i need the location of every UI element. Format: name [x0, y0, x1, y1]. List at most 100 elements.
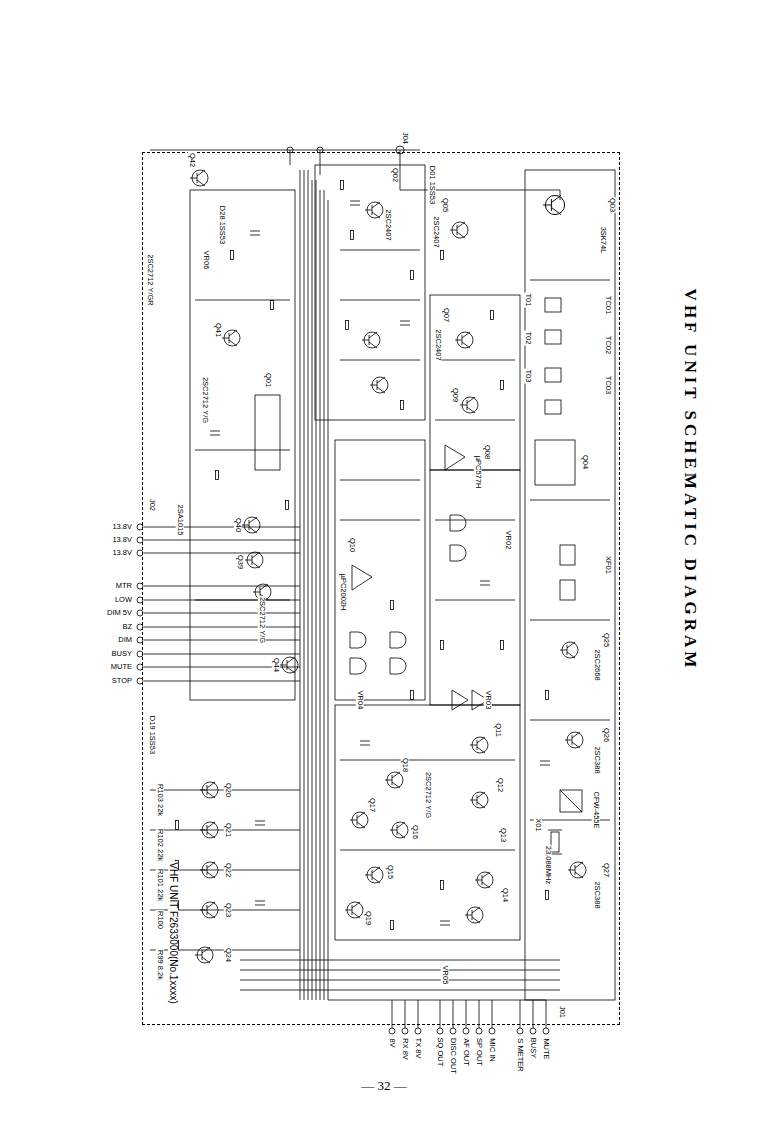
part-label: 2SA1015	[176, 504, 184, 537]
part-label: 2SC2407	[384, 208, 392, 241]
part-label: T03	[524, 369, 532, 384]
part-label: Q15	[386, 864, 394, 880]
pin-name: RX 8V	[401, 1037, 409, 1061]
part-label: Q41	[214, 322, 222, 338]
part-label: 2SC2712 Y/G	[258, 596, 266, 644]
part-label: Q16	[411, 824, 419, 840]
part-label: Q39	[236, 554, 244, 570]
part-label: 2SC2712 Y/GR	[146, 253, 154, 307]
part-label: 2SC2712 Y/G	[201, 376, 209, 424]
pin-name: 8V	[388, 1037, 396, 1048]
wiring	[144, 150, 615, 1028]
part-label: Q07	[442, 307, 450, 323]
part-label: 2SC2407	[434, 328, 442, 361]
part-label: Q02	[391, 167, 399, 183]
pin-name: MIC IN	[488, 1037, 496, 1062]
connector-pins	[137, 146, 549, 1034]
part-label: Q13	[499, 827, 507, 843]
pin-name: LOW	[114, 596, 133, 604]
part-label: Q24	[224, 947, 232, 963]
part-label: D28 1SS53	[218, 205, 226, 245]
pin-name: AF OUT	[462, 1037, 470, 1067]
part-label: Q44	[272, 657, 280, 673]
part-label: Q18	[401, 757, 409, 773]
part-label: R101 22k	[156, 868, 164, 902]
passive-parts	[176, 181, 551, 950]
part-label: 2SC388	[593, 745, 601, 774]
part-label: VR05	[441, 965, 449, 986]
part-label: Q10	[348, 537, 356, 553]
pin-name: DIM 5V	[106, 609, 133, 617]
part-label: Q14	[501, 887, 509, 903]
pin-name: DISC OUT	[449, 1037, 457, 1075]
transistor-symbols	[190, 170, 586, 963]
part-label: R103 22k	[156, 783, 164, 817]
part-label: VR02	[504, 530, 512, 551]
part-label: Q20	[224, 782, 232, 798]
unit-frame: VHF UNIT F2633000(No.1xxxx)	[142, 152, 620, 1025]
part-label: Q19	[364, 910, 372, 926]
part-label: 3SK74L	[599, 226, 607, 255]
part-label: Q08	[483, 444, 491, 460]
part-label: R100	[156, 910, 164, 930]
part-label: R99 8.2k	[156, 949, 164, 981]
part-label: Q21	[224, 822, 232, 838]
pin-name: TX 8V	[414, 1037, 422, 1060]
part-label: J02	[148, 498, 156, 512]
pin-name: SP OUT	[475, 1037, 483, 1067]
pin-name: MUTE	[110, 663, 133, 671]
part-label: X01	[534, 817, 542, 832]
pin-name: STOP	[111, 677, 133, 685]
part-label: J04	[401, 131, 409, 145]
part-label: T01	[524, 293, 532, 308]
pin-name: BUSY	[111, 650, 133, 658]
pin-name: MUTE	[542, 1037, 550, 1060]
part-label: Q26	[602, 727, 610, 743]
unit-name: VHF UNIT F2633000(No.1xxxx)	[168, 861, 178, 1005]
part-label: 2SC2712 Y/G	[424, 771, 432, 819]
pin-name: MTR	[115, 582, 133, 590]
part-label: 2SC2668	[593, 648, 601, 681]
part-label: Q22	[224, 862, 232, 878]
part-label: R102 22k	[156, 828, 164, 862]
part-label: TC03	[604, 375, 612, 395]
part-label: VR04	[356, 690, 364, 711]
pin-name: DIM	[117, 636, 133, 644]
pin-name: BUSY	[529, 1037, 537, 1059]
part-label: Q12	[496, 777, 504, 793]
part-label: Q42	[188, 152, 196, 168]
pin-name: BZ	[121, 623, 133, 631]
page-number: — 32 —	[360, 1079, 408, 1092]
part-label: Q40	[234, 517, 242, 533]
part-label: µPC577H	[474, 455, 482, 490]
pin-name: SQ OUT	[436, 1037, 444, 1068]
part-label: T02	[524, 331, 532, 346]
part-label: 2SC388	[593, 880, 601, 909]
diagram-title: VHF UNIT SCHEMATIC DIAGRAM	[680, 288, 700, 673]
part-label: 2SC2407	[432, 215, 440, 248]
part-label: 23.088MHz	[544, 845, 552, 885]
pin-name: S METER	[516, 1037, 524, 1072]
part-label: Q23	[224, 902, 232, 918]
part-label: Q01	[264, 372, 272, 388]
part-label: Q05	[441, 197, 449, 213]
part-label: Q03	[608, 197, 616, 213]
part-label: Q04	[581, 454, 589, 470]
part-label: CFW-455E	[592, 791, 600, 830]
part-label: VR03	[484, 690, 492, 711]
part-label: µPC2002H	[339, 573, 347, 612]
part-label: TC02	[604, 335, 612, 355]
pin-name: 13.8V	[111, 523, 133, 531]
part-label: J01	[558, 1005, 566, 1019]
part-label: Q09	[451, 387, 459, 403]
part-label: TC01	[604, 295, 612, 315]
part-label: Q27	[602, 862, 610, 878]
pin-name: 13.8V	[111, 536, 133, 544]
part-label: Q25	[602, 632, 610, 648]
part-label: D01 1SS53	[428, 165, 436, 205]
pin-name: 13.8V	[111, 549, 133, 557]
part-label: Q11	[494, 722, 502, 738]
part-label: VR06	[202, 250, 210, 271]
part-label: Q17	[368, 797, 376, 813]
